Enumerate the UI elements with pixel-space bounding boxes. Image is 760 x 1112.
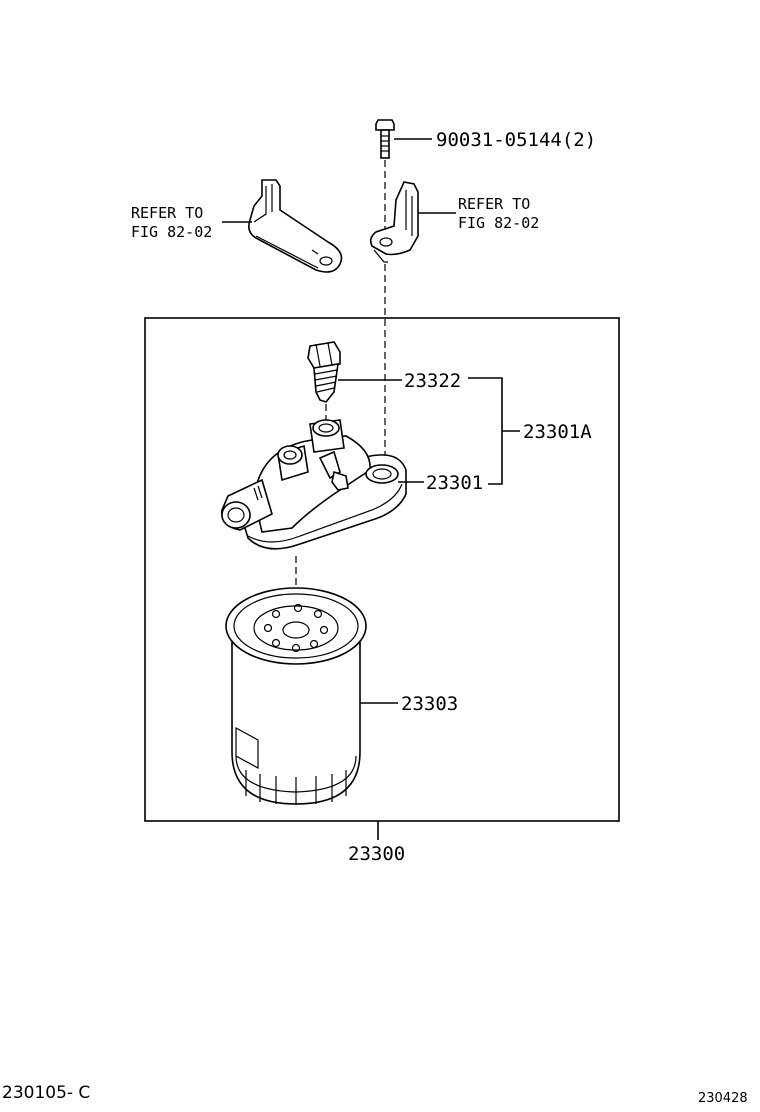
label-element: 23303: [401, 693, 458, 715]
bolt-drawing: [375, 119, 395, 159]
label-refer-left-2: FIG 82-02: [131, 223, 212, 241]
assembly-frame: [144, 317, 620, 822]
filter-element-drawing: [225, 587, 367, 805]
plug-drawing: [307, 341, 341, 403]
label-housing: 23301: [426, 472, 483, 494]
label-refer-right-2: FIG 82-02: [458, 214, 539, 232]
label-refer-right-1: REFER TO: [458, 195, 530, 213]
label-bolt: 90031-05144(2): [436, 129, 596, 151]
left-bracket-drawing: [248, 179, 343, 273]
label-plug: 23322: [404, 370, 461, 392]
housing-drawing: [221, 419, 407, 550]
group-bracket: [468, 377, 503, 485]
label-assembly: 23300: [348, 843, 405, 865]
right-bracket-drawing: [369, 181, 419, 263]
footer-left-code: 230105- C: [2, 1083, 90, 1103]
label-assy-a: 23301A: [523, 421, 592, 443]
footer-right-code: 230428: [698, 1091, 748, 1106]
label-refer-left-1: REFER TO: [131, 204, 203, 222]
